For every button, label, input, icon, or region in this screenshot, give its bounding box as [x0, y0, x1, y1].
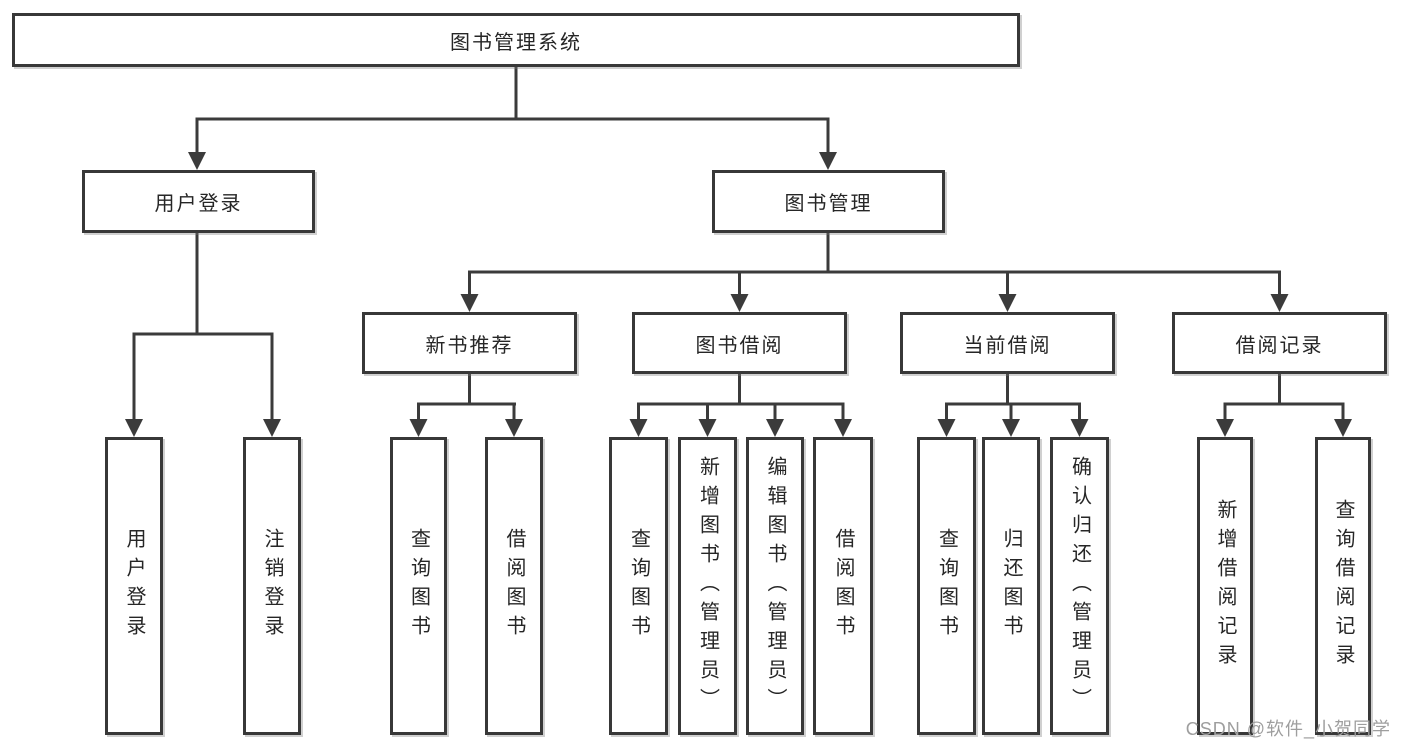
- arrow-down-icon: [766, 419, 784, 437]
- leaf-user-login: 用户登录: [105, 437, 163, 735]
- leaf-records-add-record: 新增借阅记录: [1197, 437, 1253, 735]
- leaf-recommend-query-book-label: 查询图书: [407, 528, 430, 644]
- leaf-borrow-borrow-book-label: 借阅图书: [832, 528, 854, 644]
- arrow-down-icon: [1216, 419, 1234, 437]
- leaf-logout-label: 注销登录: [261, 528, 283, 644]
- leaf-borrow-query-book-label: 查询图书: [627, 528, 650, 644]
- connector-lines: [132, 67, 1345, 421]
- leaf-current-confirm-return-admin-label: 确认归还（管理员）: [1068, 455, 1091, 717]
- node-root-label: 图书管理系统: [450, 31, 582, 54]
- node-borrow-records: 借阅记录: [1172, 312, 1387, 374]
- node-user-login-label: 用户登录: [154, 193, 243, 215]
- arrow-down-icon: [998, 294, 1017, 312]
- node-current-borrow: 当前借阅: [900, 312, 1115, 374]
- arrow-down-icon: [1334, 419, 1352, 437]
- leaf-recommend-query-book: 查询图书: [390, 437, 447, 735]
- leaf-records-query-record: 查询借阅记录: [1315, 437, 1371, 735]
- arrow-down-icon: [263, 419, 281, 437]
- arrow-down-icon: [125, 419, 143, 437]
- node-book-management-label: 图书管理: [784, 193, 873, 215]
- arrow-down-icon: [1270, 294, 1289, 312]
- leaf-borrow-edit-book-admin-label: 编辑图书（管理员）: [764, 455, 786, 717]
- leaf-logout: 注销登录: [243, 437, 301, 735]
- node-user-login: 用户登录: [82, 170, 315, 233]
- arrow-down-icon: [505, 419, 523, 437]
- leaf-records-add-record-label: 新增借阅记录: [1214, 499, 1236, 673]
- arrow-down-icon: [1070, 419, 1089, 437]
- node-book-borrow: 图书借阅: [632, 312, 847, 374]
- leaf-recommend-borrow-book: 借阅图书: [485, 437, 543, 735]
- node-borrow-records-label: 借阅记录: [1235, 334, 1324, 357]
- node-root: 图书管理系统: [12, 13, 1020, 67]
- node-book-borrow-label: 图书借阅: [695, 334, 784, 357]
- leaf-records-query-record-label: 查询借阅记录: [1332, 499, 1354, 673]
- arrow-down-icon: [819, 152, 837, 170]
- arrow-down-icon: [188, 152, 206, 170]
- arrow-down-icon: [629, 419, 648, 437]
- leaf-user-login-label: 用户登录: [123, 528, 145, 644]
- leaf-borrow-borrow-book: 借阅图书: [813, 437, 873, 735]
- leaf-current-return-book: 归还图书: [982, 437, 1040, 735]
- leaf-borrow-add-book-admin-label: 新增图书（管理员）: [696, 455, 719, 717]
- leaf-borrow-add-book-admin: 新增图书（管理员）: [678, 437, 737, 735]
- leaf-current-query-book: 查询图书: [917, 437, 976, 735]
- arrow-down-icon: [834, 419, 852, 437]
- node-book-management: 图书管理: [712, 170, 945, 233]
- watermark-text: CSDN @软件_小贺同学: [1185, 719, 1391, 739]
- leaf-recommend-borrow-book-label: 借阅图书: [503, 528, 525, 644]
- node-current-borrow-label: 当前借阅: [963, 334, 1052, 357]
- arrow-down-icon: [1002, 419, 1020, 437]
- leaf-current-return-book-label: 归还图书: [1000, 528, 1022, 644]
- leaf-borrow-edit-book-admin: 编辑图书（管理员）: [746, 437, 804, 735]
- node-new-book-recommend: 新书推荐: [362, 312, 577, 374]
- arrow-down-icon: [698, 419, 717, 437]
- leaf-current-query-book-label: 查询图书: [935, 528, 958, 644]
- arrow-down-icon: [730, 294, 749, 312]
- leaf-current-confirm-return-admin: 确认归还（管理员）: [1050, 437, 1109, 735]
- arrow-down-icon: [409, 419, 428, 437]
- arrow-down-icon: [937, 419, 956, 437]
- leaf-borrow-query-book: 查询图书: [609, 437, 668, 735]
- node-new-book-recommend-label: 新书推荐: [425, 334, 514, 357]
- arrow-down-icon: [460, 294, 479, 312]
